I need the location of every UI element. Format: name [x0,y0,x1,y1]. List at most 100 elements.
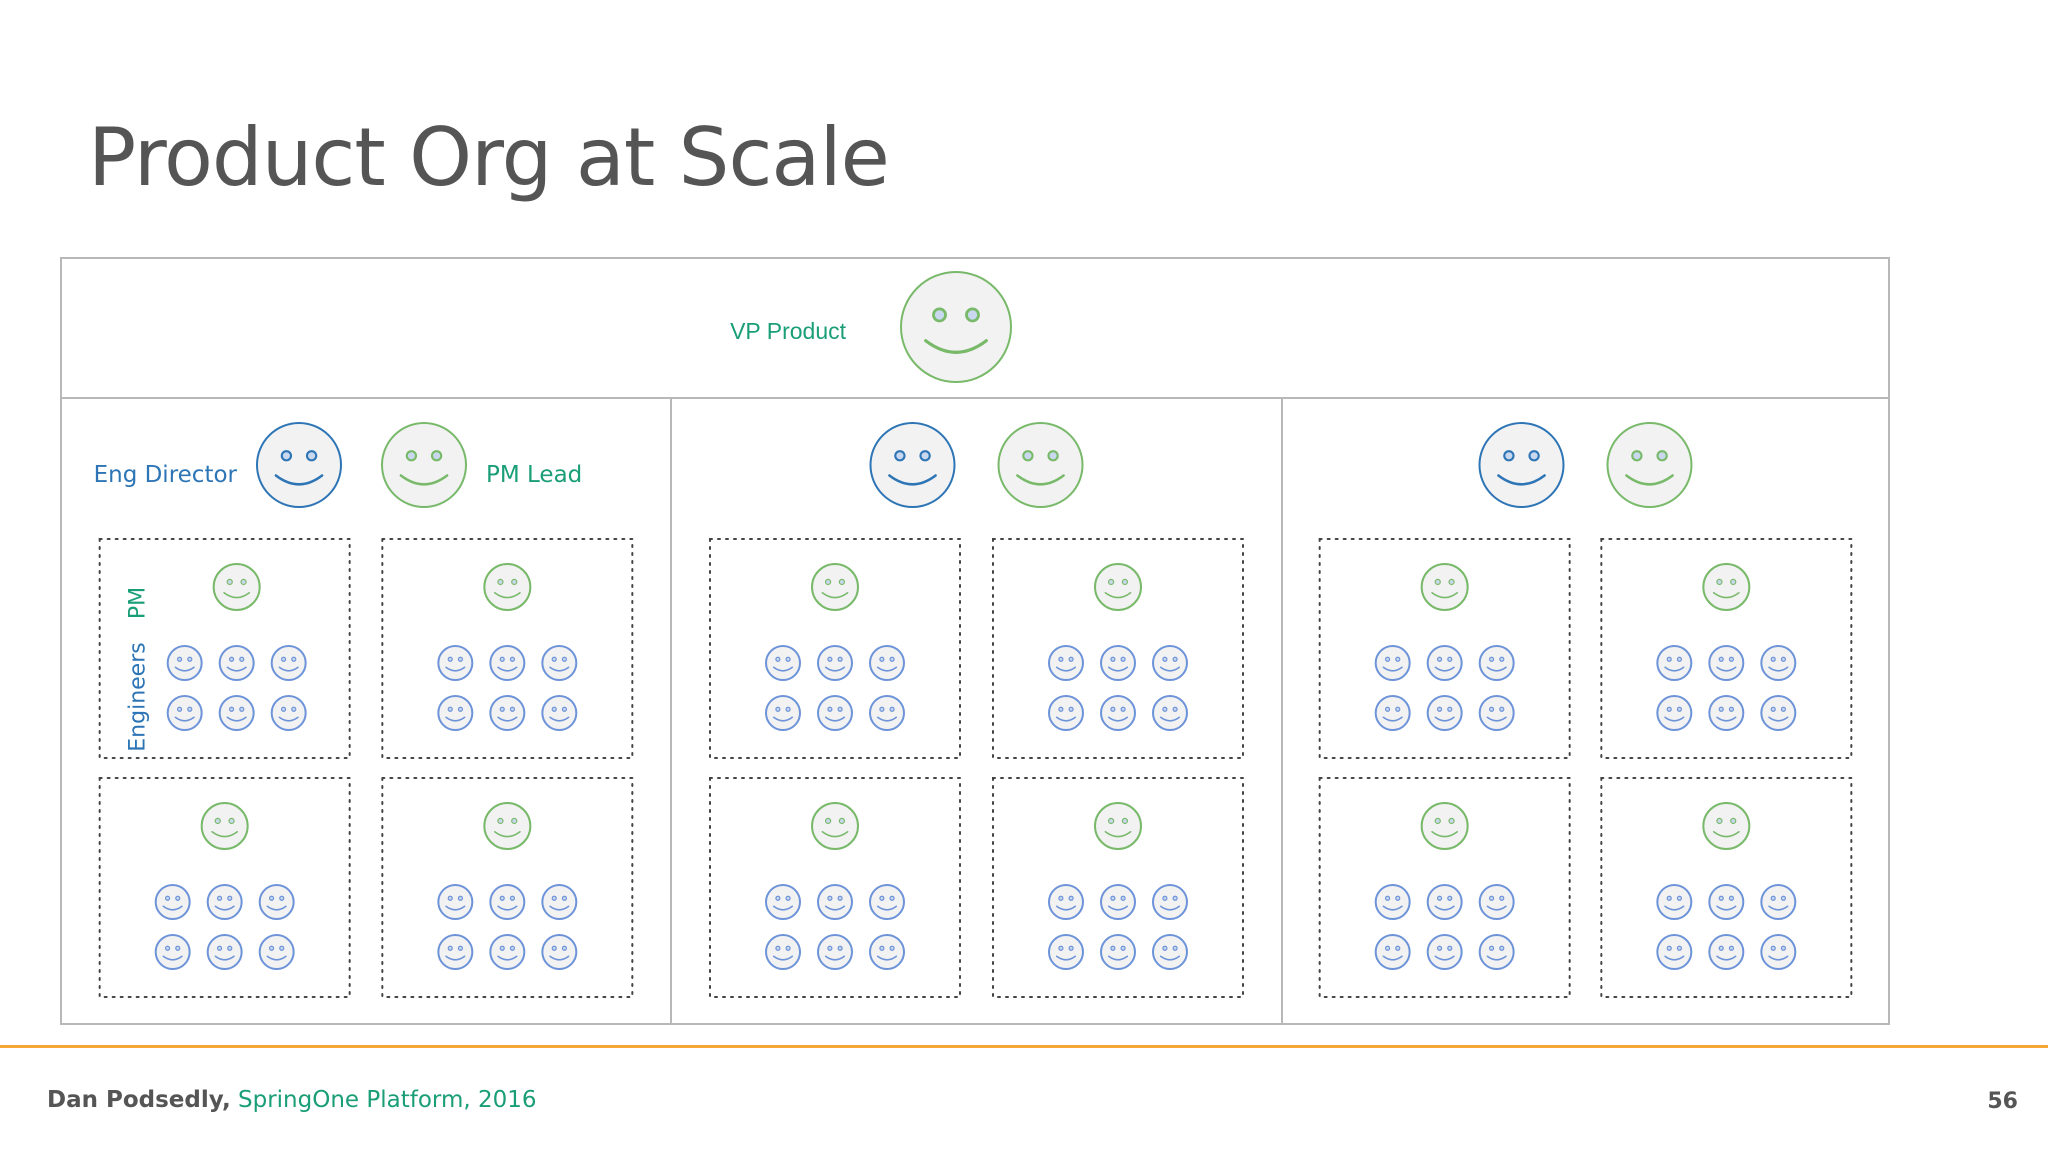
face-circle [437,934,474,970]
team-pm-face [483,802,532,850]
eye [1121,578,1129,586]
mouth [1431,592,1459,599]
mouth [1434,955,1455,961]
eye [1676,656,1683,662]
mouth [1016,474,1065,486]
face-circle [1656,884,1693,920]
face-circle [483,563,532,611]
face-circle [900,271,1012,383]
mouth [1434,716,1455,722]
eye [457,895,464,901]
mouth [549,716,570,722]
face-circle [166,695,203,731]
engineer-face [1656,934,1693,970]
mouth [214,955,235,961]
face-circle [1374,884,1411,920]
eye [499,656,505,662]
eye [1047,450,1059,462]
mouth [1382,955,1403,961]
eye [1780,945,1787,951]
eye [1780,656,1787,662]
engineer-face [1152,695,1188,731]
mouth [876,905,898,911]
eye [1716,578,1723,586]
eye [1676,945,1683,951]
engineer-face [817,695,853,731]
engineer-face [1426,695,1463,731]
mouth [876,666,898,672]
engineer-face [1708,695,1745,731]
face-circle [258,884,295,920]
eye [1120,656,1126,662]
face-circle [869,645,905,681]
engineer-face [541,884,578,920]
engineer-face [206,934,243,970]
face-circle [765,645,801,681]
eye [509,706,516,712]
face-circle [218,645,255,681]
mouth [493,831,521,838]
engineer-face [1478,934,1515,970]
engineer-face [869,884,905,920]
mouth [174,666,195,672]
engineer-face [1100,645,1136,681]
engineer-face [1656,884,1693,920]
mouth [1104,592,1132,599]
eye [497,578,504,586]
face-circle [1708,645,1745,681]
face-circle [258,934,295,970]
mouth [1768,955,1789,961]
mouth [1664,955,1685,961]
engineer-face [437,934,474,970]
engineer-face [489,884,526,920]
eye [837,656,843,662]
face-circle [1656,695,1693,731]
mouth [497,716,518,722]
mouth [1055,716,1077,722]
eye [775,706,781,712]
org-frame [60,257,1890,1025]
mouth [266,955,287,961]
mouth [162,955,183,961]
eye [1110,895,1116,901]
team-pm-face [811,563,859,611]
eye [785,945,791,951]
face-circle [1152,645,1188,681]
eye [214,817,221,825]
mouth [1055,666,1077,672]
eye [1770,656,1776,662]
engineer-face [765,934,801,970]
engineer-face [541,695,578,731]
eye [1718,945,1724,951]
engineer-face [218,645,255,681]
eye [280,450,293,462]
eye [1448,578,1455,586]
team-box [709,538,961,759]
face-circle [489,884,526,920]
engineer-face [1374,695,1411,731]
eye [1172,706,1178,712]
eye [1110,706,1116,712]
mouth [772,905,794,911]
eye [1666,945,1672,951]
pm-axis-label: PM [126,587,151,619]
eye [305,450,318,462]
eye [551,706,557,712]
eye [1448,817,1455,825]
team-box [1600,538,1853,759]
eye [499,895,505,901]
mouth [1486,716,1507,722]
face-circle [1374,934,1411,970]
pm-lead-label: PM Lead [486,462,582,488]
engineer-face [817,884,853,920]
face-circle [270,695,307,731]
team-pm-face [1420,802,1469,850]
mouth [1434,905,1455,911]
eye [837,895,843,901]
engineer-face [437,884,474,920]
eye [499,945,505,951]
face-circle [811,802,859,850]
eye [1676,895,1683,901]
eye [268,895,275,901]
eye [879,656,885,662]
